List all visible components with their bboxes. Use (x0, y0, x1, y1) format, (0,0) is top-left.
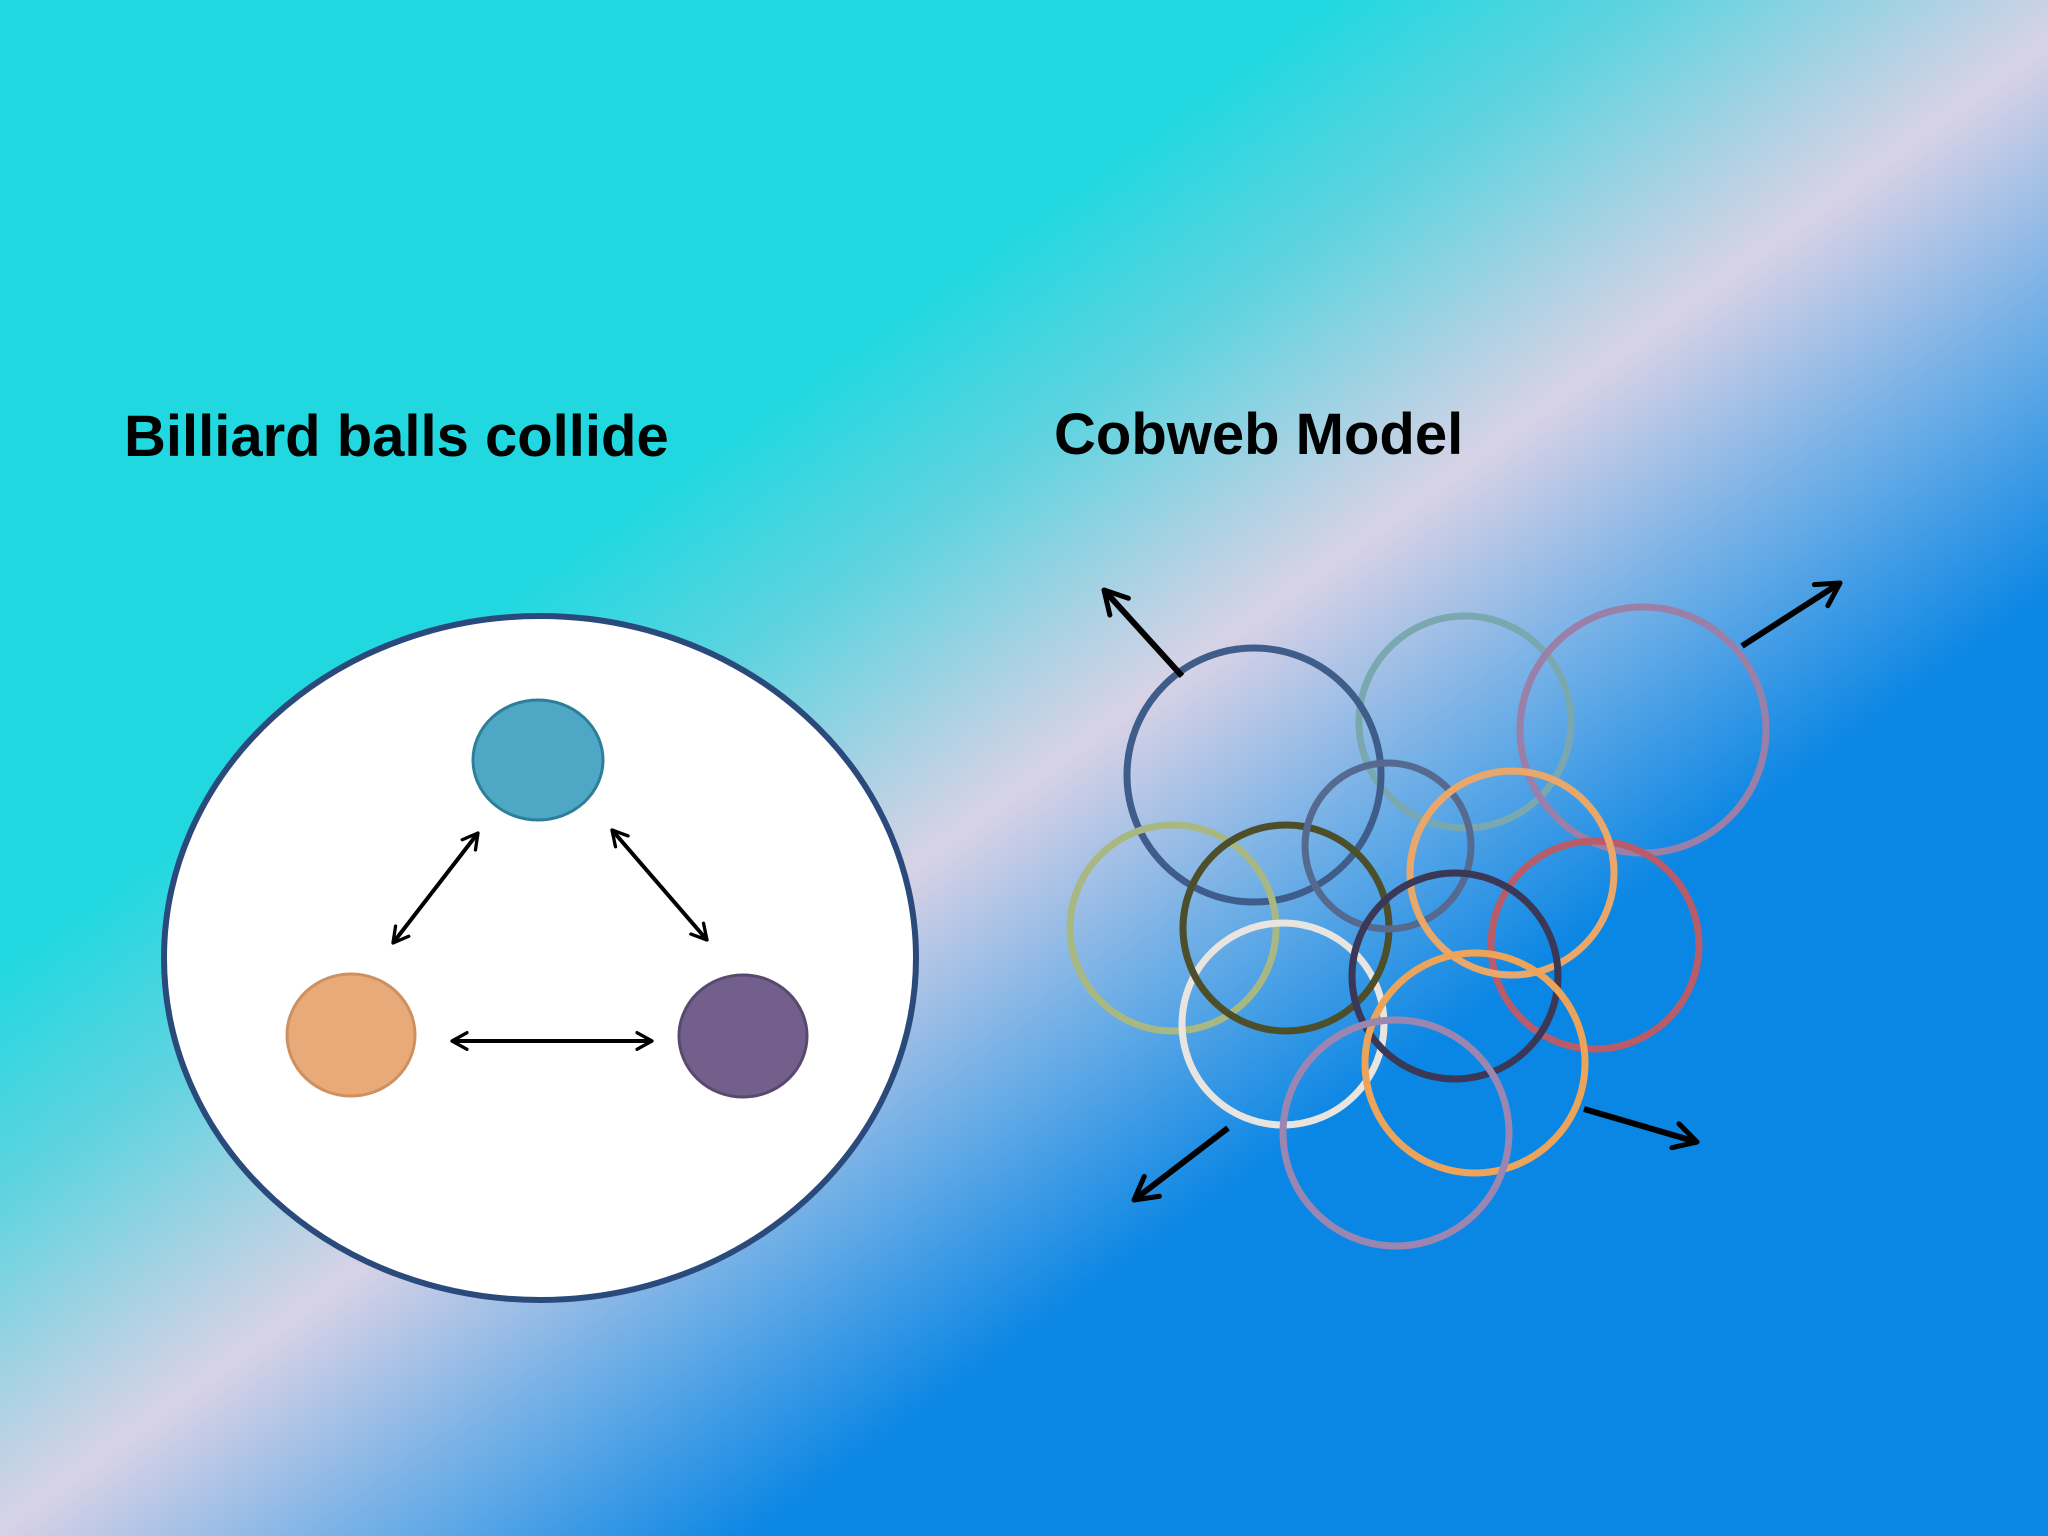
billiard-heading: Billiard balls collide (124, 404, 669, 469)
cobweb-ring (1406, 767, 1618, 979)
cobweb-heading: Cobweb Model (1054, 402, 1464, 467)
cobweb-ring (1487, 837, 1703, 1053)
billiard-diagram (161, 613, 919, 1303)
top-ball (471, 698, 605, 822)
billiard-table (161, 613, 919, 1303)
left-ball (285, 972, 417, 1098)
double-arrow-top-right (610, 828, 709, 942)
cobweb-ring (1301, 759, 1475, 933)
cobweb-arrow-lower-right (1583, 1106, 1700, 1151)
cobweb-diagram (1066, 580, 1843, 1250)
cobweb-arrow-lower-left (1131, 1125, 1230, 1203)
cobweb-ring (1348, 869, 1562, 1083)
cobweb-ring (1361, 949, 1589, 1177)
cobweb-ring (1516, 603, 1770, 857)
cobweb-ring (1066, 821, 1280, 1035)
double-arrow-top-left (391, 831, 480, 945)
cobweb-ring (1355, 612, 1575, 832)
cobweb-arrow-upper-left (1101, 587, 1185, 679)
cobweb-ring (1279, 1016, 1513, 1250)
right-ball (677, 973, 809, 1099)
cobweb-arrow-upper-right (1740, 580, 1843, 649)
cobweb-ring (1123, 644, 1385, 906)
